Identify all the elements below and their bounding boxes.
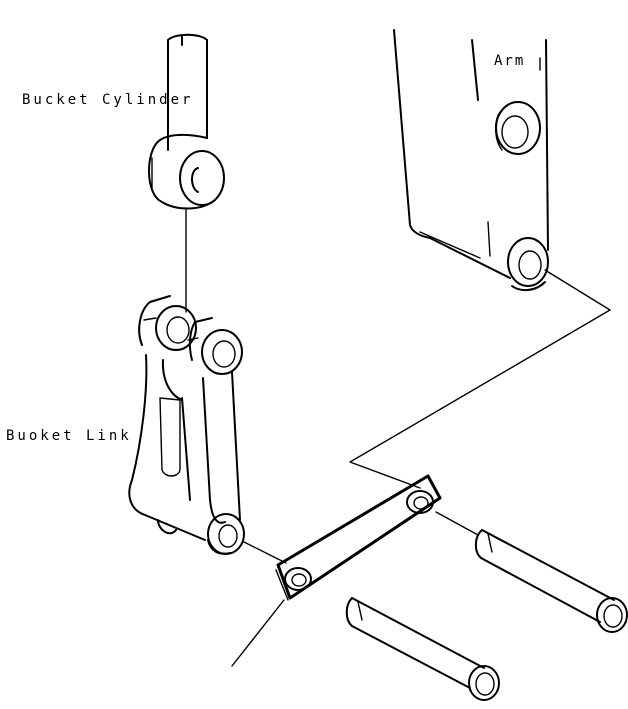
- bucket-cylinder: [148, 33, 225, 210]
- assembly-line-arm-plate: [349, 269, 611, 489]
- leader-line: [231, 599, 285, 667]
- assembly-line-plate-pin: [435, 511, 479, 536]
- bucket-link: [128, 295, 245, 555]
- link-plate: [275, 474, 442, 601]
- bucket-link-label: Buoket Link: [6, 428, 132, 444]
- arm: [393, 29, 549, 292]
- pin-upper: [474, 529, 628, 633]
- bucket-cylinder-label: Bucket Cylinder: [22, 92, 194, 108]
- assembly-line-link-plate: [243, 541, 287, 564]
- pin-lower: [345, 597, 500, 701]
- arm-label: Arm: [494, 53, 526, 69]
